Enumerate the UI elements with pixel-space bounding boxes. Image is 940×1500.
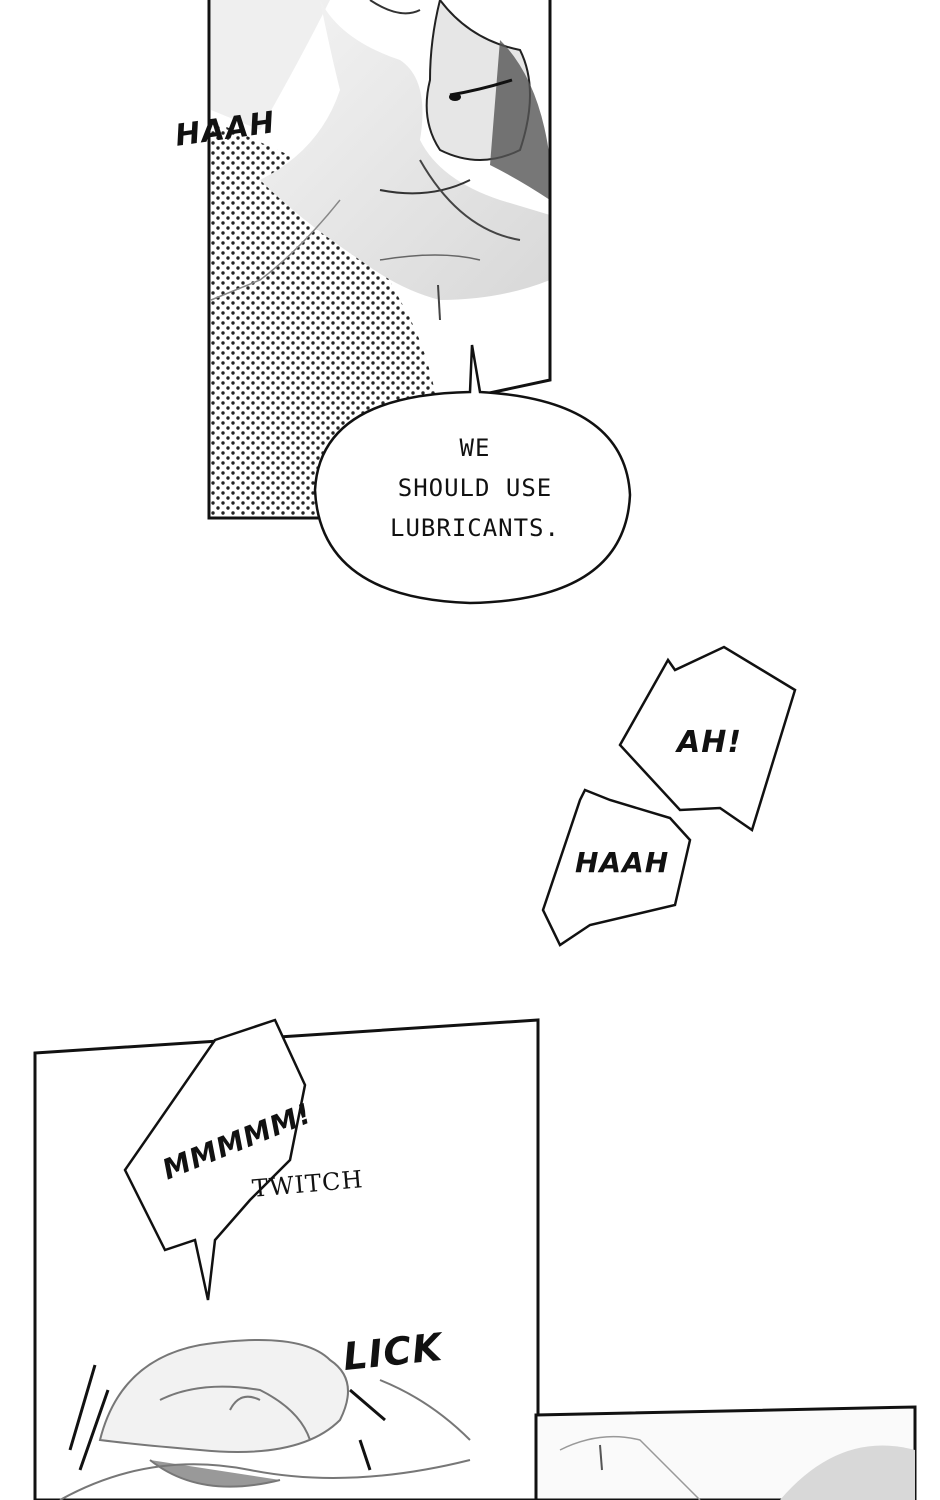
panel-2-bubbles: [541, 645, 797, 947]
speech-bubble-text: WE SHOULD USE LUBRICANTS.: [345, 428, 605, 548]
jagged-bubble-haah: [541, 788, 692, 947]
jagged-bubble-mmmmm: [123, 1018, 307, 1301]
jagged-bubble-ah: [618, 645, 797, 832]
speech-line-3: LUBRICANTS.: [390, 514, 560, 542]
lower-figure-sketch: [59, 1339, 471, 1500]
panel-4: [534, 1405, 917, 1500]
panel-1: [207, 0, 632, 605]
pillow-shade: [211, 0, 330, 130]
shout-haah: HAAH: [575, 846, 670, 879]
motion-lines-left: [68, 1364, 110, 1471]
speech-line-1: WE: [459, 434, 491, 462]
motion-lines-right: [349, 1388, 386, 1471]
panel-3: [33, 1018, 540, 1500]
speech-line-2: SHOULD USE: [397, 474, 553, 502]
character-figure: [210, 0, 550, 321]
speech-bubble: [313, 344, 632, 605]
shout-ah: AH!: [677, 725, 743, 760]
